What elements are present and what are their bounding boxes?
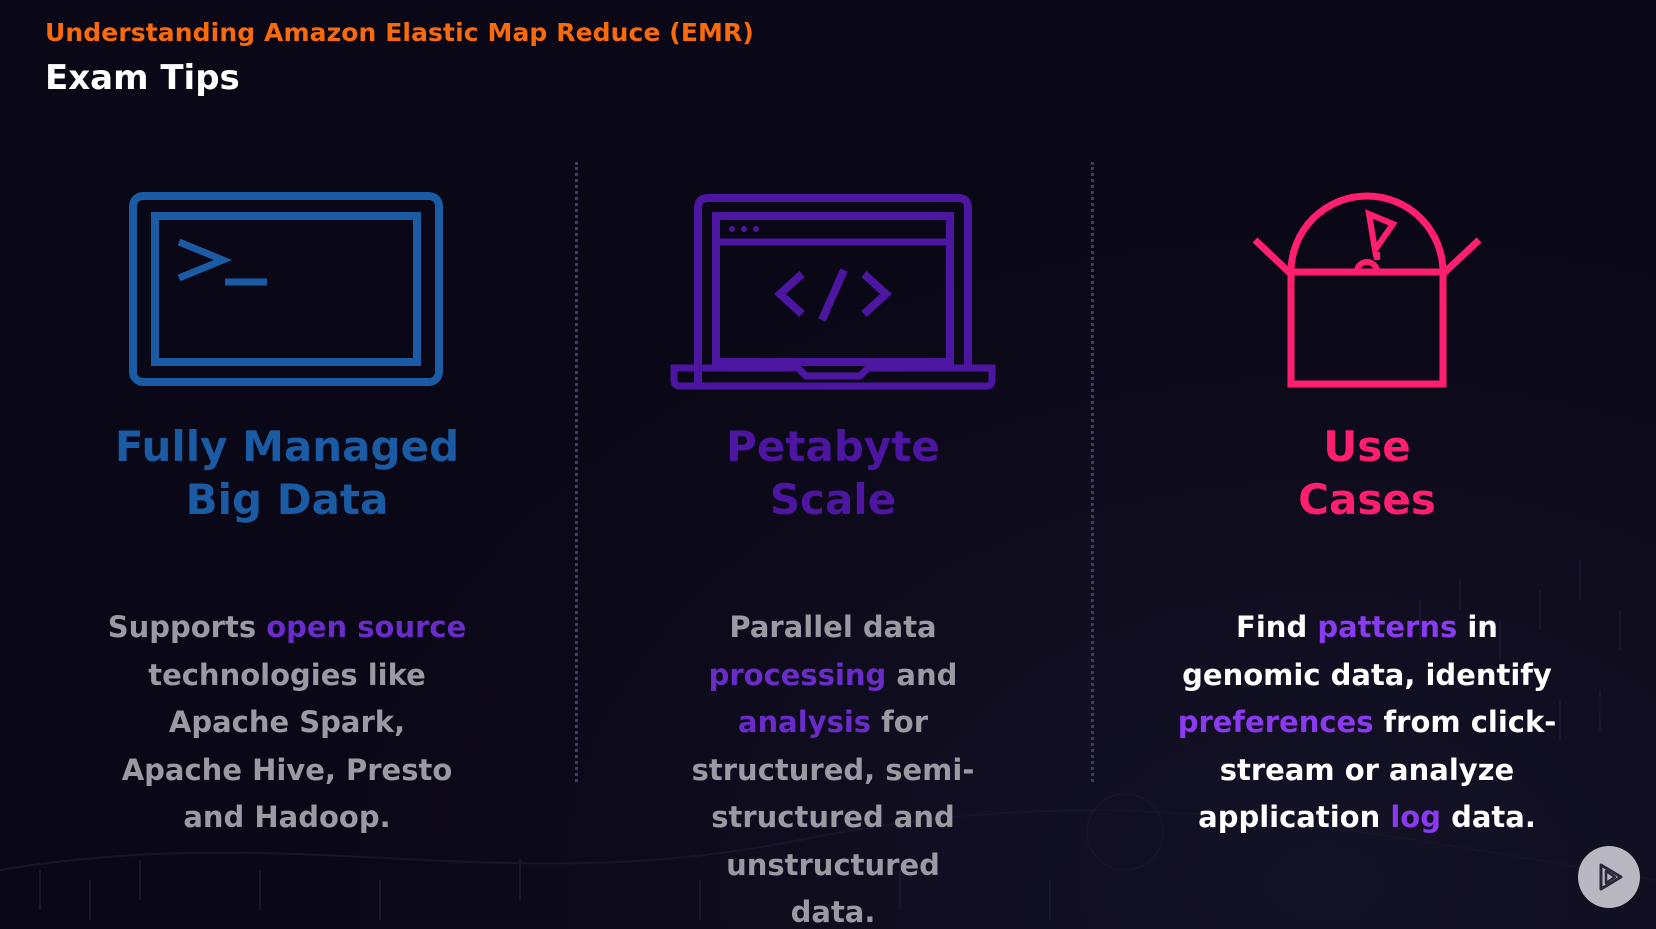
highlight-text: patterns xyxy=(1317,610,1458,644)
highlight-text: processing xyxy=(708,657,887,692)
column-description: Supports open source technologies like A… xyxy=(107,604,467,842)
text-segment: and xyxy=(886,657,958,692)
column-petabyte-scale: Petabyte Scale Parallel data processing … xyxy=(583,190,1083,929)
text-segment: technologies like Apache Spark, Apache H… xyxy=(121,657,453,835)
column-title-line-2: Cases xyxy=(1298,475,1436,524)
column-divider-left xyxy=(575,162,578,782)
text-segment: from click-stream or analyze application xyxy=(1198,705,1557,834)
column-description: Find patterns in genomic data, identify … xyxy=(1177,604,1557,842)
text-segment: data. xyxy=(1440,800,1536,834)
highlight-text: open source xyxy=(266,610,467,644)
highlight-text: preferences xyxy=(1177,705,1374,739)
column-description: Parallel data processing and analysis fo… xyxy=(683,604,983,929)
column-title: Fully Managed Big Data xyxy=(37,420,537,526)
text-segment: in genomic data, identify xyxy=(1182,610,1552,692)
column-title-line-1: Petabyte xyxy=(726,422,940,471)
column-divider-right xyxy=(1091,162,1094,782)
column-title-line-1: Fully Managed xyxy=(114,422,460,471)
laptop-code-icon xyxy=(670,194,996,390)
highlight-text: log xyxy=(1390,800,1441,834)
column-title-line-2: Scale xyxy=(769,475,897,524)
column-use-cases: Use Cases Find patterns in genomic data,… xyxy=(1117,190,1617,842)
column-title-line-2: Big Data xyxy=(185,475,389,524)
text-segment: Parallel data xyxy=(729,610,937,644)
column-title: Use Cases xyxy=(1117,420,1617,526)
text-segment: for structured, semi-structured and unst… xyxy=(691,705,975,929)
text-segment: Supports xyxy=(107,610,267,644)
text-segment: Find xyxy=(1236,610,1318,644)
box-chart-icon xyxy=(1252,192,1482,388)
highlight-text: analysis xyxy=(737,705,872,739)
column-title: Petabyte Scale xyxy=(583,420,1083,526)
slide-title: Exam Tips xyxy=(45,58,240,98)
play-icon xyxy=(1599,863,1623,891)
module-title: Understanding Amazon Elastic Map Reduce … xyxy=(45,18,754,47)
play-button[interactable] xyxy=(1578,846,1640,908)
column-title-line-1: Use xyxy=(1323,422,1411,471)
terminal-icon xyxy=(129,192,443,386)
column-fully-managed: Fully Managed Big Data Supports open sou… xyxy=(37,190,537,842)
